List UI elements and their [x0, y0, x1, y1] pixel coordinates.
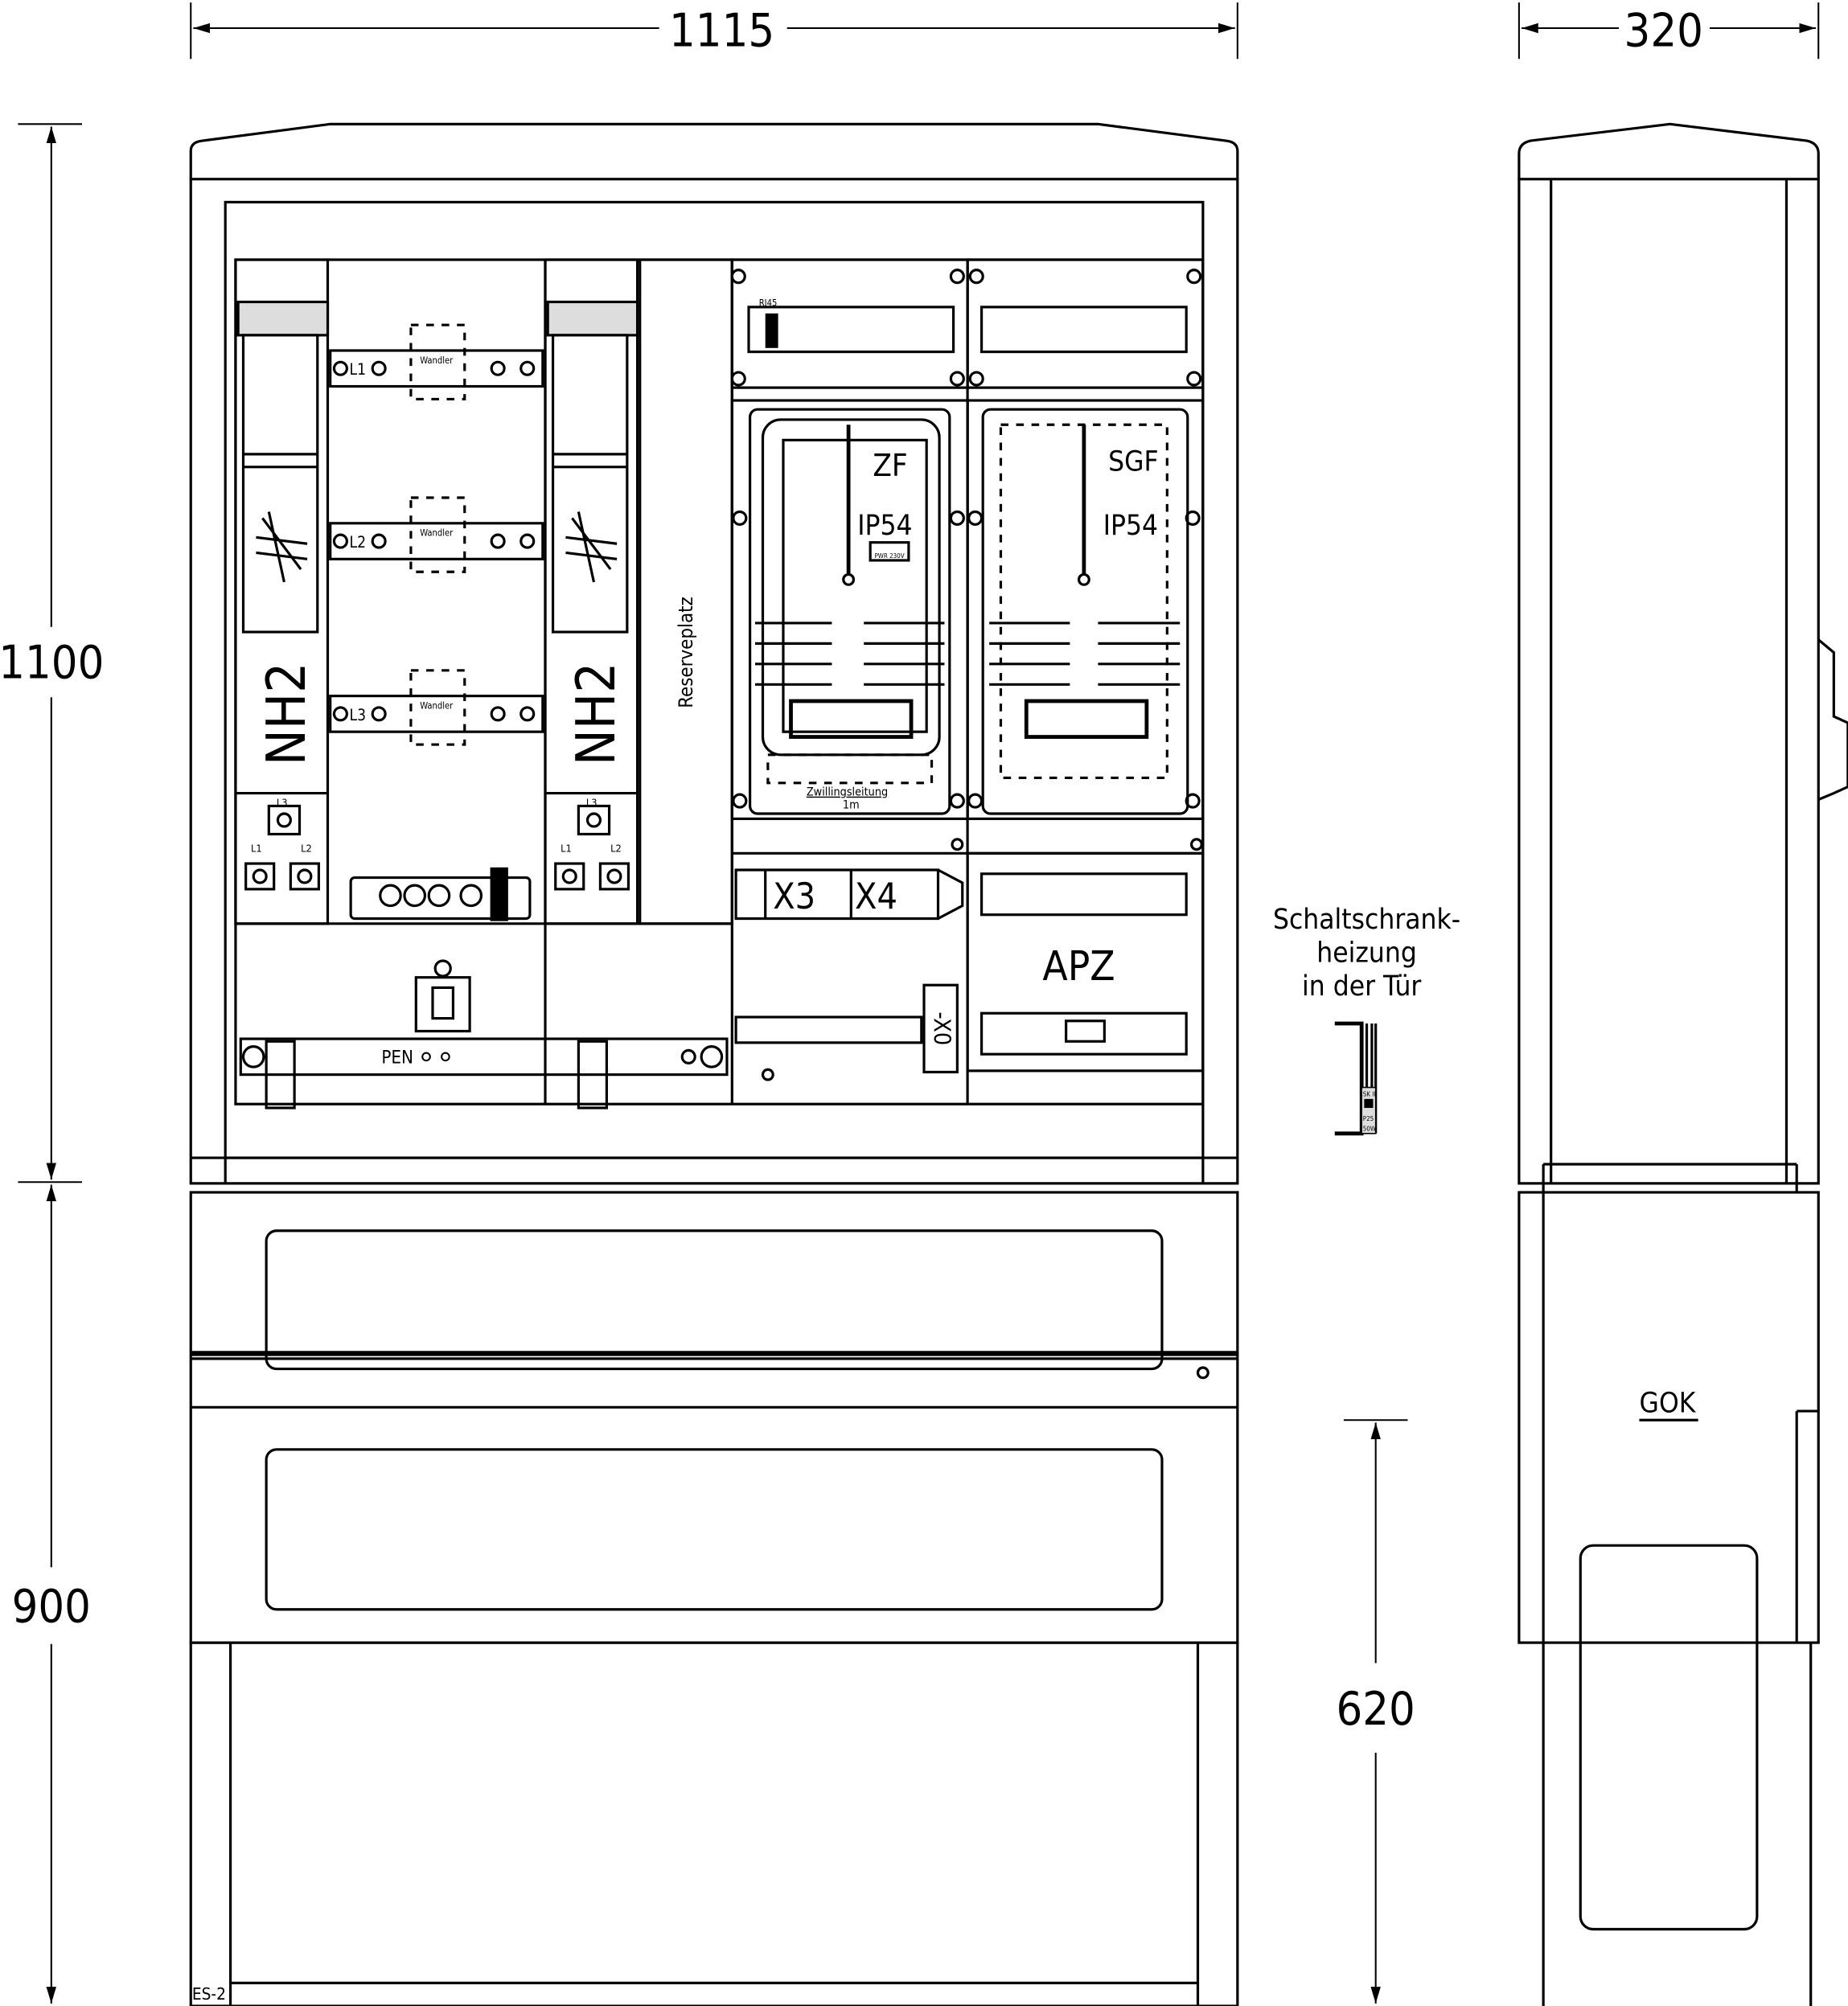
dimension-height-ground: 620	[1337, 1419, 1415, 2004]
drawing-id: ES-2	[192, 1984, 226, 2004]
heater-icon: SK II P25 50W	[1334, 1021, 1378, 1136]
dimension-label: 620	[1337, 1682, 1415, 1736]
meter-field-zf: ZF IP54 PWR 230V Zwillingsleitung 1m	[730, 399, 969, 820]
terminal-label: L1	[251, 843, 262, 855]
wandler-label: Wandler	[420, 701, 454, 712]
zwilling-label: Zwillingsleitung	[807, 786, 888, 799]
dimension-label: 900	[12, 1580, 91, 1634]
mounting-screws	[730, 269, 1202, 387]
dimension-label: 1115	[669, 3, 774, 57]
terminal-label: L3	[586, 796, 598, 808]
terminal-label: L3	[277, 796, 288, 808]
socket	[414, 959, 471, 1033]
sgf-ip-label: IP54	[1103, 510, 1158, 542]
dimension-label: 320	[1624, 3, 1703, 57]
phase-label: L2	[350, 533, 366, 552]
pen-busbar: PEN	[239, 1037, 729, 1110]
heater-title-line: in der Tür	[1302, 970, 1421, 1003]
zf-label: ZF	[873, 449, 907, 484]
terminal-label: L1	[561, 843, 572, 855]
heater-title-line: Schaltschrank-	[1273, 904, 1460, 936]
control-fuse-block	[349, 867, 532, 921]
rj45-panel: RJ45	[747, 297, 955, 354]
rj45-label: RJ45	[759, 297, 778, 308]
heater-ip: P25	[1363, 1115, 1374, 1122]
dimension-width-front: 1115	[190, 2, 1238, 59]
nh2-label: NH2	[565, 663, 627, 765]
heater-title-line: heizung	[1316, 937, 1417, 970]
x4-label: X4	[855, 876, 897, 917]
sgf-label: SGF	[1108, 446, 1159, 478]
pen-label: PEN	[381, 1047, 413, 1068]
side-view: GOK	[1517, 122, 1848, 2006]
heater-annotation: Schaltschrank- heizung in der Tür SK II …	[1273, 904, 1460, 1136]
current-transformer-l1: L1 Wandler	[329, 323, 544, 401]
wandler-label: Wandler	[420, 528, 454, 539]
dimension-width-side: 320	[1517, 2, 1820, 59]
current-transformer-l2: L2 Wandler	[329, 496, 544, 573]
apz-label: APZ	[1042, 943, 1115, 991]
phase-label: L3	[350, 706, 366, 724]
dimension-label: 1100	[0, 635, 104, 689]
heater-class: SK II	[1363, 1091, 1376, 1098]
nh2-fuse-right: NH2 L3 L1 L2	[544, 258, 639, 925]
terminal-label: L2	[610, 843, 622, 855]
front-view: ES-2 NH2 L3 L1 L2	[189, 122, 1239, 2006]
heater-power: 50W	[1363, 1126, 1376, 1133]
apz-field: APZ	[761, 838, 1205, 1081]
pwr-label: PWR 230V	[874, 552, 904, 560]
terminal-strip-x0: -X0	[734, 983, 959, 1074]
nh2-label: NH2	[255, 663, 318, 765]
x0-label: -X0	[929, 1011, 956, 1045]
x3-label: X3	[773, 876, 815, 917]
phase-label: L1	[350, 360, 366, 379]
zf-ip-label: IP54	[857, 510, 912, 542]
terminal-strip-x3-x4: X3 X4	[732, 851, 1203, 921]
zwilling-length: 1m	[843, 799, 860, 812]
nh2-fuse-left: NH2 L3 L1 L2	[234, 258, 330, 925]
terminal-label: L2	[301, 843, 312, 855]
dimension-height-upper: 1100	[0, 123, 104, 1183]
dimension-height-base: 900	[12, 1184, 91, 2004]
current-transformer-l3: L3 Wandler	[329, 669, 544, 746]
reserve-label: Reserveplatz	[675, 597, 697, 708]
wandler-label: Wandler	[420, 355, 454, 366]
gok-label: GOK	[1640, 1388, 1697, 1420]
meter-field-sgf: SGF IP54	[966, 399, 1205, 820]
